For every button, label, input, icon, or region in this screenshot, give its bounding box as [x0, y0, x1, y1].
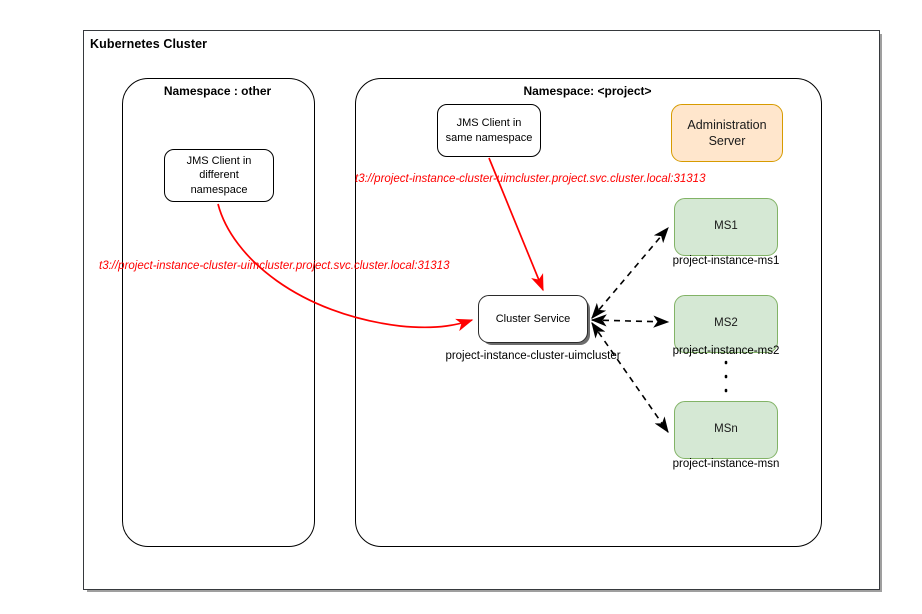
node-managed-server-ms2[interactable]: MS2 — [674, 295, 778, 353]
caption-cluster-service: project-instance-cluster-uimcluster — [445, 350, 621, 362]
kubernetes-cluster-title: Kubernetes Cluster — [90, 37, 208, 51]
node-managed-server-ms1[interactable]: MS1 — [674, 198, 778, 256]
node-administration-server[interactable]: Administration Server — [671, 104, 783, 162]
namespace-project-title: Namespace: <project> — [523, 84, 652, 98]
node-jms-client-same-namespace[interactable]: JMS Client in same namespace — [437, 104, 541, 157]
node-managed-server-msn[interactable]: MSn — [674, 401, 778, 459]
label-t3-url-same-namespace: t3://project-instance-cluster-uimcluster… — [355, 173, 706, 185]
namespace-other-title: Namespace : other — [163, 84, 272, 98]
label-t3-url-different-namespace: t3://project-instance-cluster-uimcluster… — [99, 260, 450, 272]
node-cluster-service[interactable]: Cluster Service — [478, 295, 588, 343]
caption-managed-server-ms1: project-instance-ms1 — [672, 255, 780, 267]
node-jms-client-other-namespace[interactable]: JMS Client in different namespace — [164, 149, 274, 202]
caption-managed-server-msn: project-instance-msn — [672, 458, 780, 470]
caption-managed-server-ms2: project-instance-ms2 — [672, 345, 780, 357]
kubernetes-cluster-boundary — [83, 30, 880, 590]
